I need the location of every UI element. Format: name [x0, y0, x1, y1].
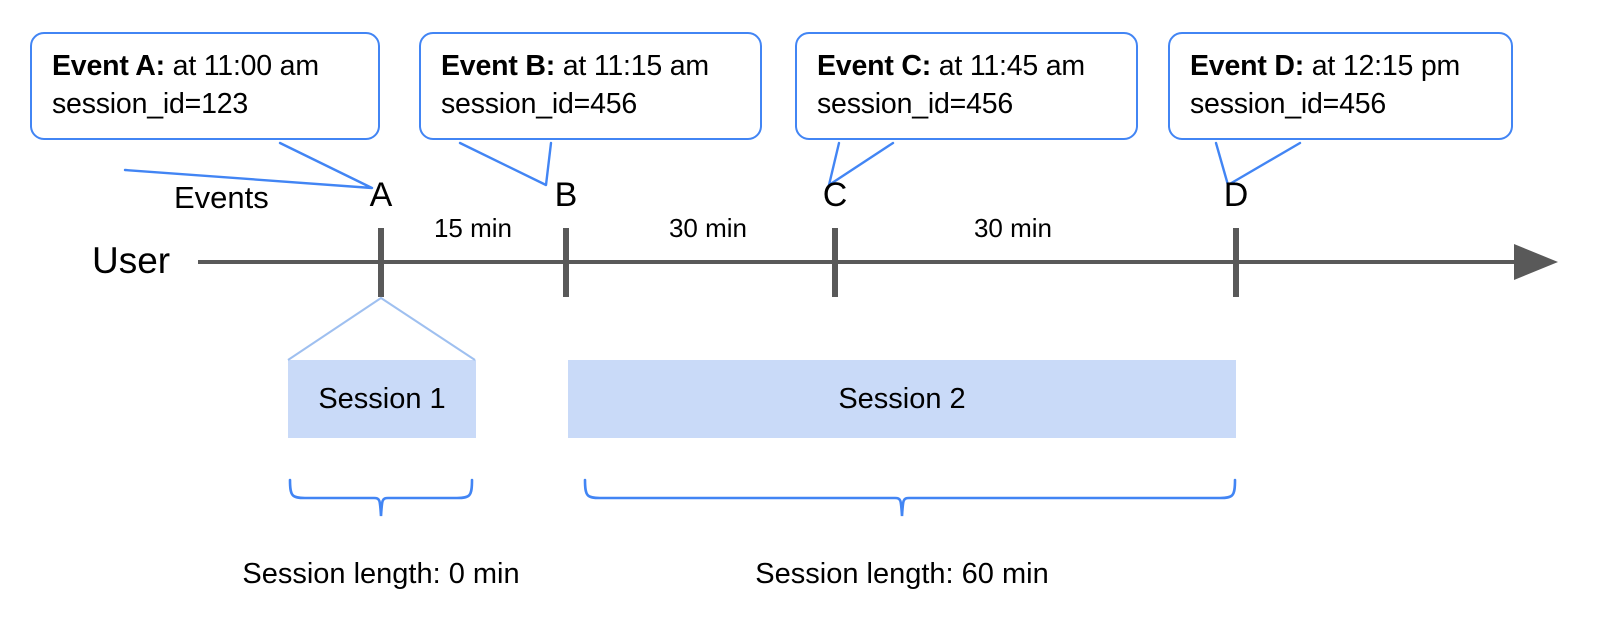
gap-label-c-d: 30 min: [973, 213, 1053, 243]
callout-event-a: Event A: at 11:00 am session_id=123: [30, 32, 380, 140]
callout-d-tail: [1214, 141, 1302, 187]
session-bar-2-label: Session 2: [838, 382, 966, 415]
axis-label-user: User: [92, 240, 171, 281]
callout-a-rest: at 11:00 am: [164, 50, 319, 82]
events-row-label: Events: [174, 180, 269, 215]
callout-a-line2: session_id=123: [52, 87, 249, 120]
session1-brace: [288, 478, 474, 517]
callout-b-rest: at 11:15 am: [555, 50, 709, 82]
session-1-length-label: Session length: 0 min: [242, 558, 520, 590]
event-letter-a: A: [369, 176, 393, 214]
callout-d-bold: Event D:: [1190, 50, 1305, 82]
event-letter-d: D: [1223, 176, 1249, 214]
callout-d-line2: session_id=456: [1190, 87, 1387, 120]
gap-label-a-b: 15 min: [433, 213, 513, 243]
callout-c-tail: [827, 141, 895, 187]
session-bar-1: Session 1: [288, 360, 476, 438]
callout-event-d: Event D: at 12:15 pm session_id=456: [1168, 32, 1513, 140]
gap-label-b-c: 30 min: [668, 213, 748, 243]
callout-b-bold: Event B:: [441, 50, 556, 82]
callout-d-rest: at 12:15 pm: [1304, 50, 1461, 82]
event-letter-b: B: [554, 176, 578, 214]
session-bar-1-label: Session 1: [318, 382, 446, 415]
session-2-length-label: Session length: 60 min: [755, 558, 1049, 590]
session2-brace: [583, 478, 1237, 517]
callout-a-line1: Event A: at 11:00 am: [52, 48, 360, 86]
session-bar-2: Session 2: [568, 360, 1236, 438]
callout-d-line1: Event D: at 12:15 pm: [1190, 48, 1493, 86]
callout-event-c: Event C: at 11:45 am session_id=456: [795, 32, 1138, 140]
event-letter-c: C: [822, 176, 848, 214]
callout-c-bold: Event C:: [817, 50, 932, 82]
session1-connector: [287, 296, 476, 361]
callout-c-line1: Event C: at 11:45 am: [817, 48, 1118, 86]
callout-c-line2: session_id=456: [817, 87, 1014, 120]
callout-b-tail: [458, 141, 553, 187]
callout-b-line2: session_id=456: [441, 87, 638, 120]
callout-c-rest: at 11:45 am: [931, 50, 1085, 82]
callout-event-b: Event B: at 11:15 am session_id=456: [419, 32, 762, 140]
callout-a-bold: Event A:: [52, 50, 165, 82]
callout-a-tail: [123, 141, 374, 190]
callout-b-line1: Event B: at 11:15 am: [441, 48, 742, 86]
